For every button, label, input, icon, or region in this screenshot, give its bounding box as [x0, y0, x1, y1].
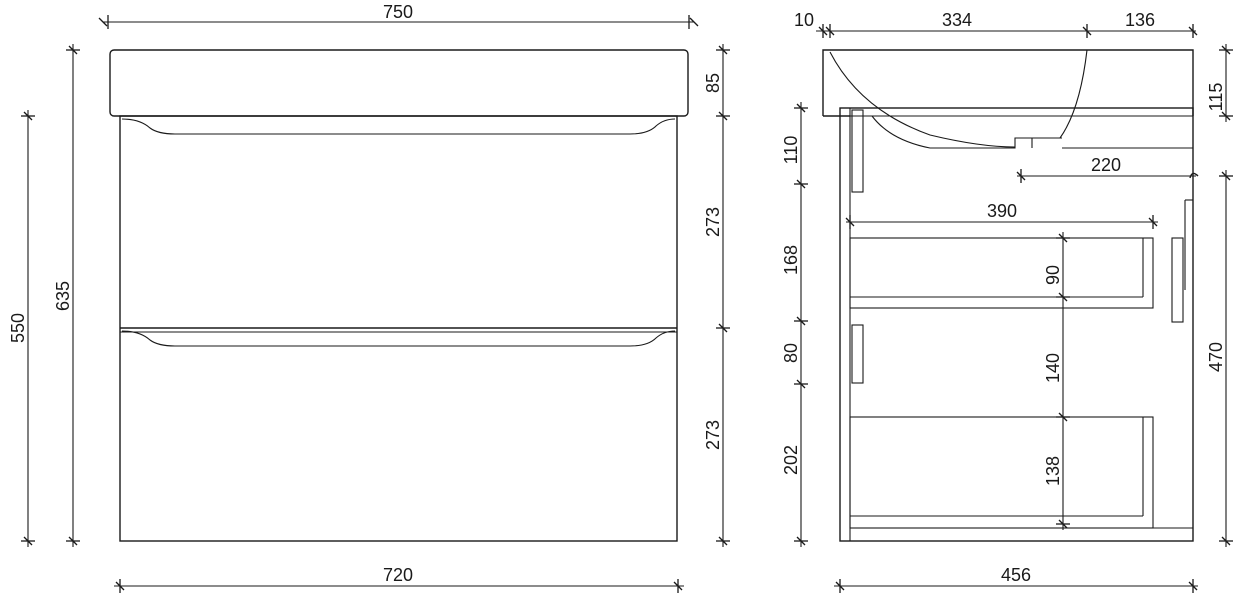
- dim-side-wall-height: 470: [1206, 170, 1233, 547]
- dim-label-lower-drawer-inner: 138: [1043, 456, 1063, 486]
- dim-label-basin-depth: 334: [942, 10, 972, 30]
- dim-label-lower-drawer: 273: [703, 420, 723, 450]
- dim-label-basin-rear: 136: [1125, 10, 1155, 30]
- front-upper-drawer-handle: [121, 118, 676, 135]
- dim-label-upper-drawer-inner: 90: [1043, 265, 1063, 285]
- dim-cabinet-height: 550: [8, 110, 35, 547]
- dim-side-total-depth: 456: [834, 565, 1198, 593]
- dim-label-bottom-width: 720: [383, 565, 413, 585]
- front-lower-drawer-handle: [121, 330, 676, 347]
- side-drain-outline: [871, 115, 1033, 149]
- dim-label-lower-drawer-zone: 202: [781, 445, 801, 475]
- dim-bottom-width: 720: [114, 565, 684, 593]
- side-lower-drawer: [849, 416, 1154, 529]
- side-lower-front-handle: [851, 324, 864, 384]
- side-cabinet-outline: [839, 107, 1194, 542]
- dim-side-left-chain: 110 168 80 202: [781, 102, 808, 547]
- dim-side-drain: 220: [1016, 155, 1199, 183]
- dim-label-drain-distance: 220: [1091, 155, 1121, 175]
- dim-label-top-width: 750: [383, 2, 413, 22]
- dim-label-gap-inner: 140: [1043, 353, 1063, 383]
- side-bowl-rear: [1059, 49, 1088, 139]
- dim-front-right-chain: 85 273 273: [703, 44, 730, 547]
- dim-side-inner-chain: 90 140 138: [1043, 232, 1070, 530]
- dim-label-wall-height: 470: [1206, 342, 1226, 372]
- side-upper-front-handle: [851, 109, 864, 193]
- side-basin-outline: [822, 49, 1194, 116]
- dim-label-upper-drawer: 273: [703, 207, 723, 237]
- side-view: 10 334 136 115 470 220: [781, 10, 1233, 593]
- dim-label-gap: 80: [781, 343, 801, 363]
- dim-top-width: 750: [98, 2, 699, 29]
- dim-label-basin-height: 85: [703, 73, 723, 93]
- front-basin-outline: [109, 49, 689, 117]
- side-drain-hook: [1189, 172, 1199, 179]
- side-bowl-curve: [829, 51, 1016, 148]
- dim-total-height: 635: [53, 44, 80, 547]
- dim-side-basin-height: 115: [1206, 44, 1233, 122]
- dim-label-cabinet-height: 550: [8, 313, 28, 343]
- dim-side-top-chain: 10 334 136: [794, 10, 1198, 38]
- dim-label-upper-drawer-zone: 168: [781, 245, 801, 275]
- dim-label-top-offset: 10: [794, 10, 814, 30]
- dim-label-total-height: 635: [53, 281, 73, 311]
- dim-label-total-depth: 456: [1001, 565, 1031, 585]
- side-upper-drawer: [849, 237, 1154, 309]
- dim-side-drawer-depth: 390: [845, 201, 1158, 229]
- side-wall-bracket: [1171, 237, 1184, 323]
- front-view: 750 720 635 550: [8, 2, 730, 593]
- dim-label-side-basin-height: 115: [1206, 83, 1226, 112]
- dim-label-drawer-depth: 390: [987, 201, 1017, 221]
- dim-label-upper-panel: 110: [781, 136, 801, 165]
